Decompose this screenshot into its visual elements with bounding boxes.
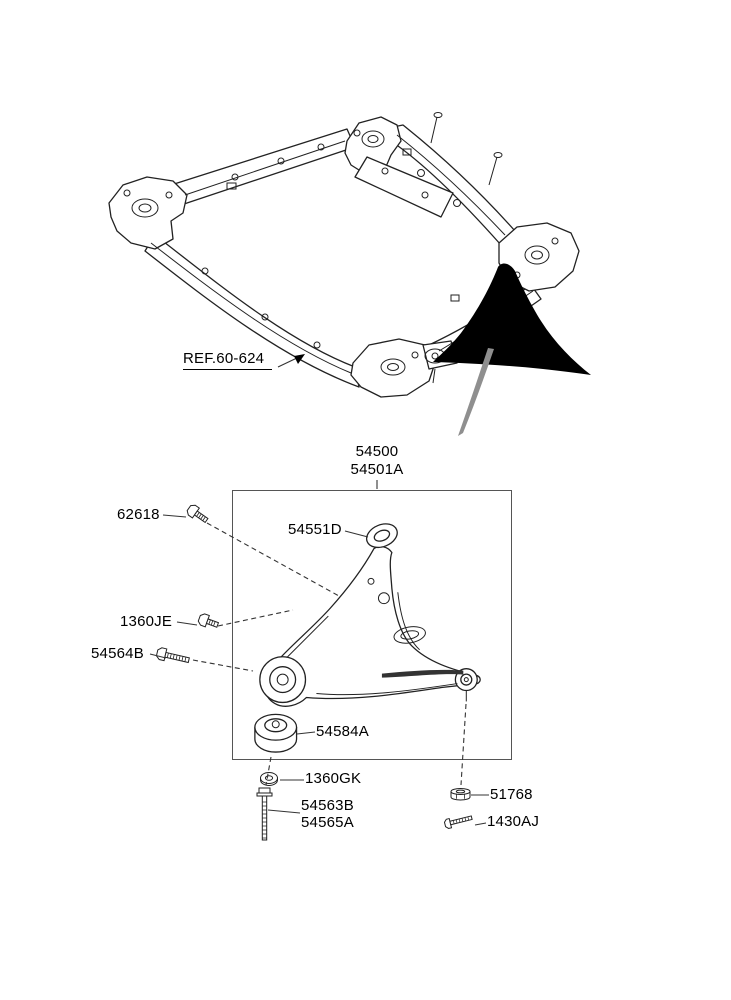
arm-shading bbox=[381, 669, 464, 678]
bolt-icon-54564B bbox=[155, 647, 190, 664]
callout-62618: 62618 bbox=[117, 506, 160, 523]
callout-54584A: 54584A bbox=[316, 723, 369, 740]
callout-54501A: 54501A bbox=[350, 461, 404, 478]
subframe-crossmember-drawing bbox=[108, 112, 591, 436]
nut-icon-51768 bbox=[450, 788, 471, 801]
callout-54565A: 54565A bbox=[301, 814, 354, 831]
callout-54564B: 54564B bbox=[91, 645, 144, 662]
callout-1430AJ: 1430AJ bbox=[487, 813, 540, 830]
pin-bolt-icon-1430AJ bbox=[443, 815, 473, 830]
bolt-icon-1360JE bbox=[197, 613, 220, 628]
callout-51768: 51768 bbox=[490, 786, 533, 803]
ref-callout: REF.60-624 bbox=[183, 350, 273, 370]
lower-control-arm-drawing bbox=[254, 523, 481, 753]
callout-1360GK: 1360GK bbox=[305, 770, 362, 787]
bolt-icon-54563B-54565A bbox=[256, 787, 273, 841]
location-arrow bbox=[433, 263, 591, 375]
pointer-tail bbox=[458, 348, 494, 436]
bolt-icon-62618 bbox=[186, 504, 209, 524]
callout-1360JE: 1360JE bbox=[120, 613, 173, 630]
callout-54500: 54500 bbox=[355, 443, 399, 460]
callout-54563B: 54563B bbox=[301, 797, 354, 814]
callout-54551D: 54551D bbox=[288, 521, 342, 538]
part-group-box bbox=[232, 490, 512, 760]
ref-callout-text: REF.60-624 bbox=[183, 350, 273, 370]
